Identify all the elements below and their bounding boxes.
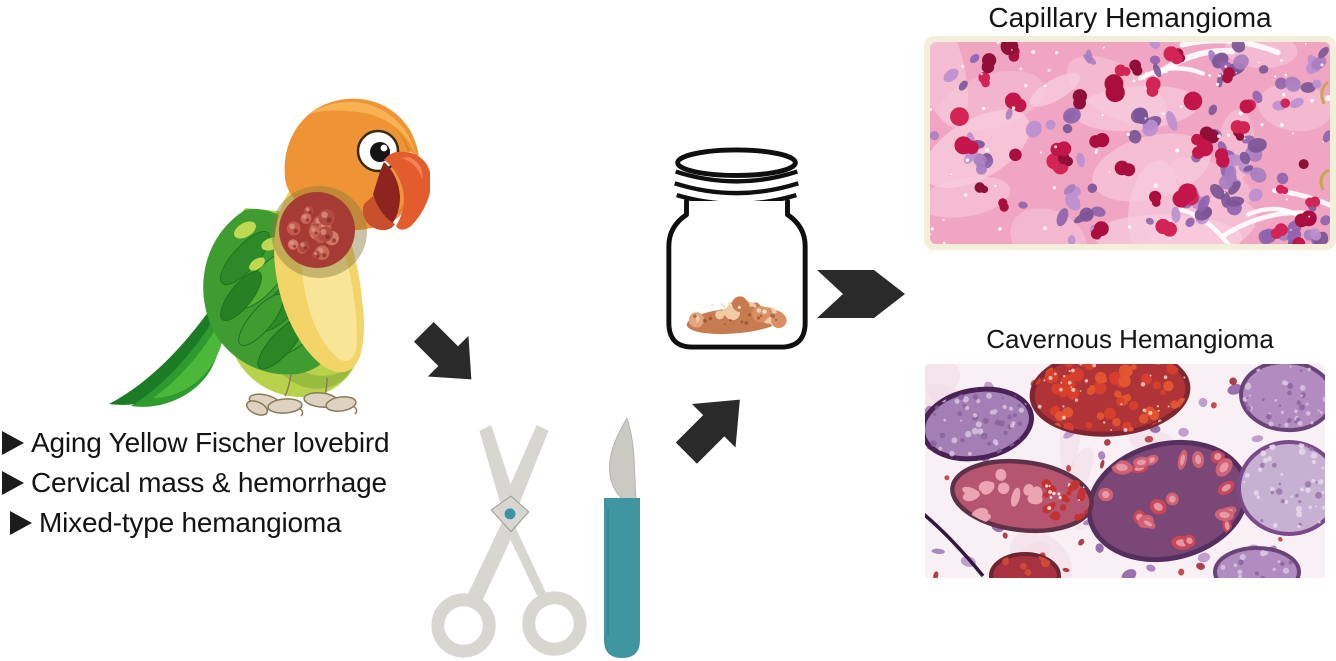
arrow-jar-to-histology-icon — [817, 270, 905, 318]
finding-item: Aging Yellow Fischer lovebird — [2, 423, 390, 463]
cavernous-histology-image — [925, 364, 1325, 578]
jar-lid — [674, 147, 799, 207]
arrow-tools-to-jar-icon — [675, 399, 740, 464]
finding-label: Mixed-type hemangioma — [39, 507, 342, 538]
triangle-bullet-icon — [2, 431, 24, 455]
scalpel-icon — [604, 418, 640, 658]
cavernous-title: Cavernous Hemangioma — [986, 324, 1274, 354]
capillary-histology-image — [930, 42, 1330, 244]
tissue-specimen — [686, 296, 787, 335]
findings-list: Aging Yellow Fischer lovebird Cervical m… — [2, 423, 390, 543]
triangle-bullet-icon — [10, 511, 32, 535]
scalpel-handle — [604, 498, 640, 658]
bird-tail — [109, 308, 225, 407]
finding-label: Aging Yellow Fischer lovebird — [31, 427, 390, 458]
specimen-jar-icon — [666, 147, 808, 350]
scissors-pivot — [504, 508, 516, 520]
capillary-title: Capillary Hemangioma — [988, 2, 1272, 33]
scalpel-blade — [609, 418, 637, 503]
arrow-bird-to-tools-icon — [413, 321, 472, 380]
finding-label: Cervical mass & hemorrhage — [31, 467, 387, 498]
finding-item: Cervical mass & hemorrhage — [2, 463, 389, 503]
capillary-histology-card — [924, 36, 1336, 250]
finding-item: Mixed-type hemangioma — [2, 503, 389, 543]
cavernous-histology-card — [925, 364, 1325, 578]
bird-beak — [362, 151, 430, 231]
triangle-bullet-icon — [2, 471, 24, 495]
cervical-mass — [271, 186, 367, 278]
bird-feet — [245, 373, 358, 417]
scissors-icon — [431, 424, 587, 658]
lovebird-illustration — [109, 98, 430, 417]
